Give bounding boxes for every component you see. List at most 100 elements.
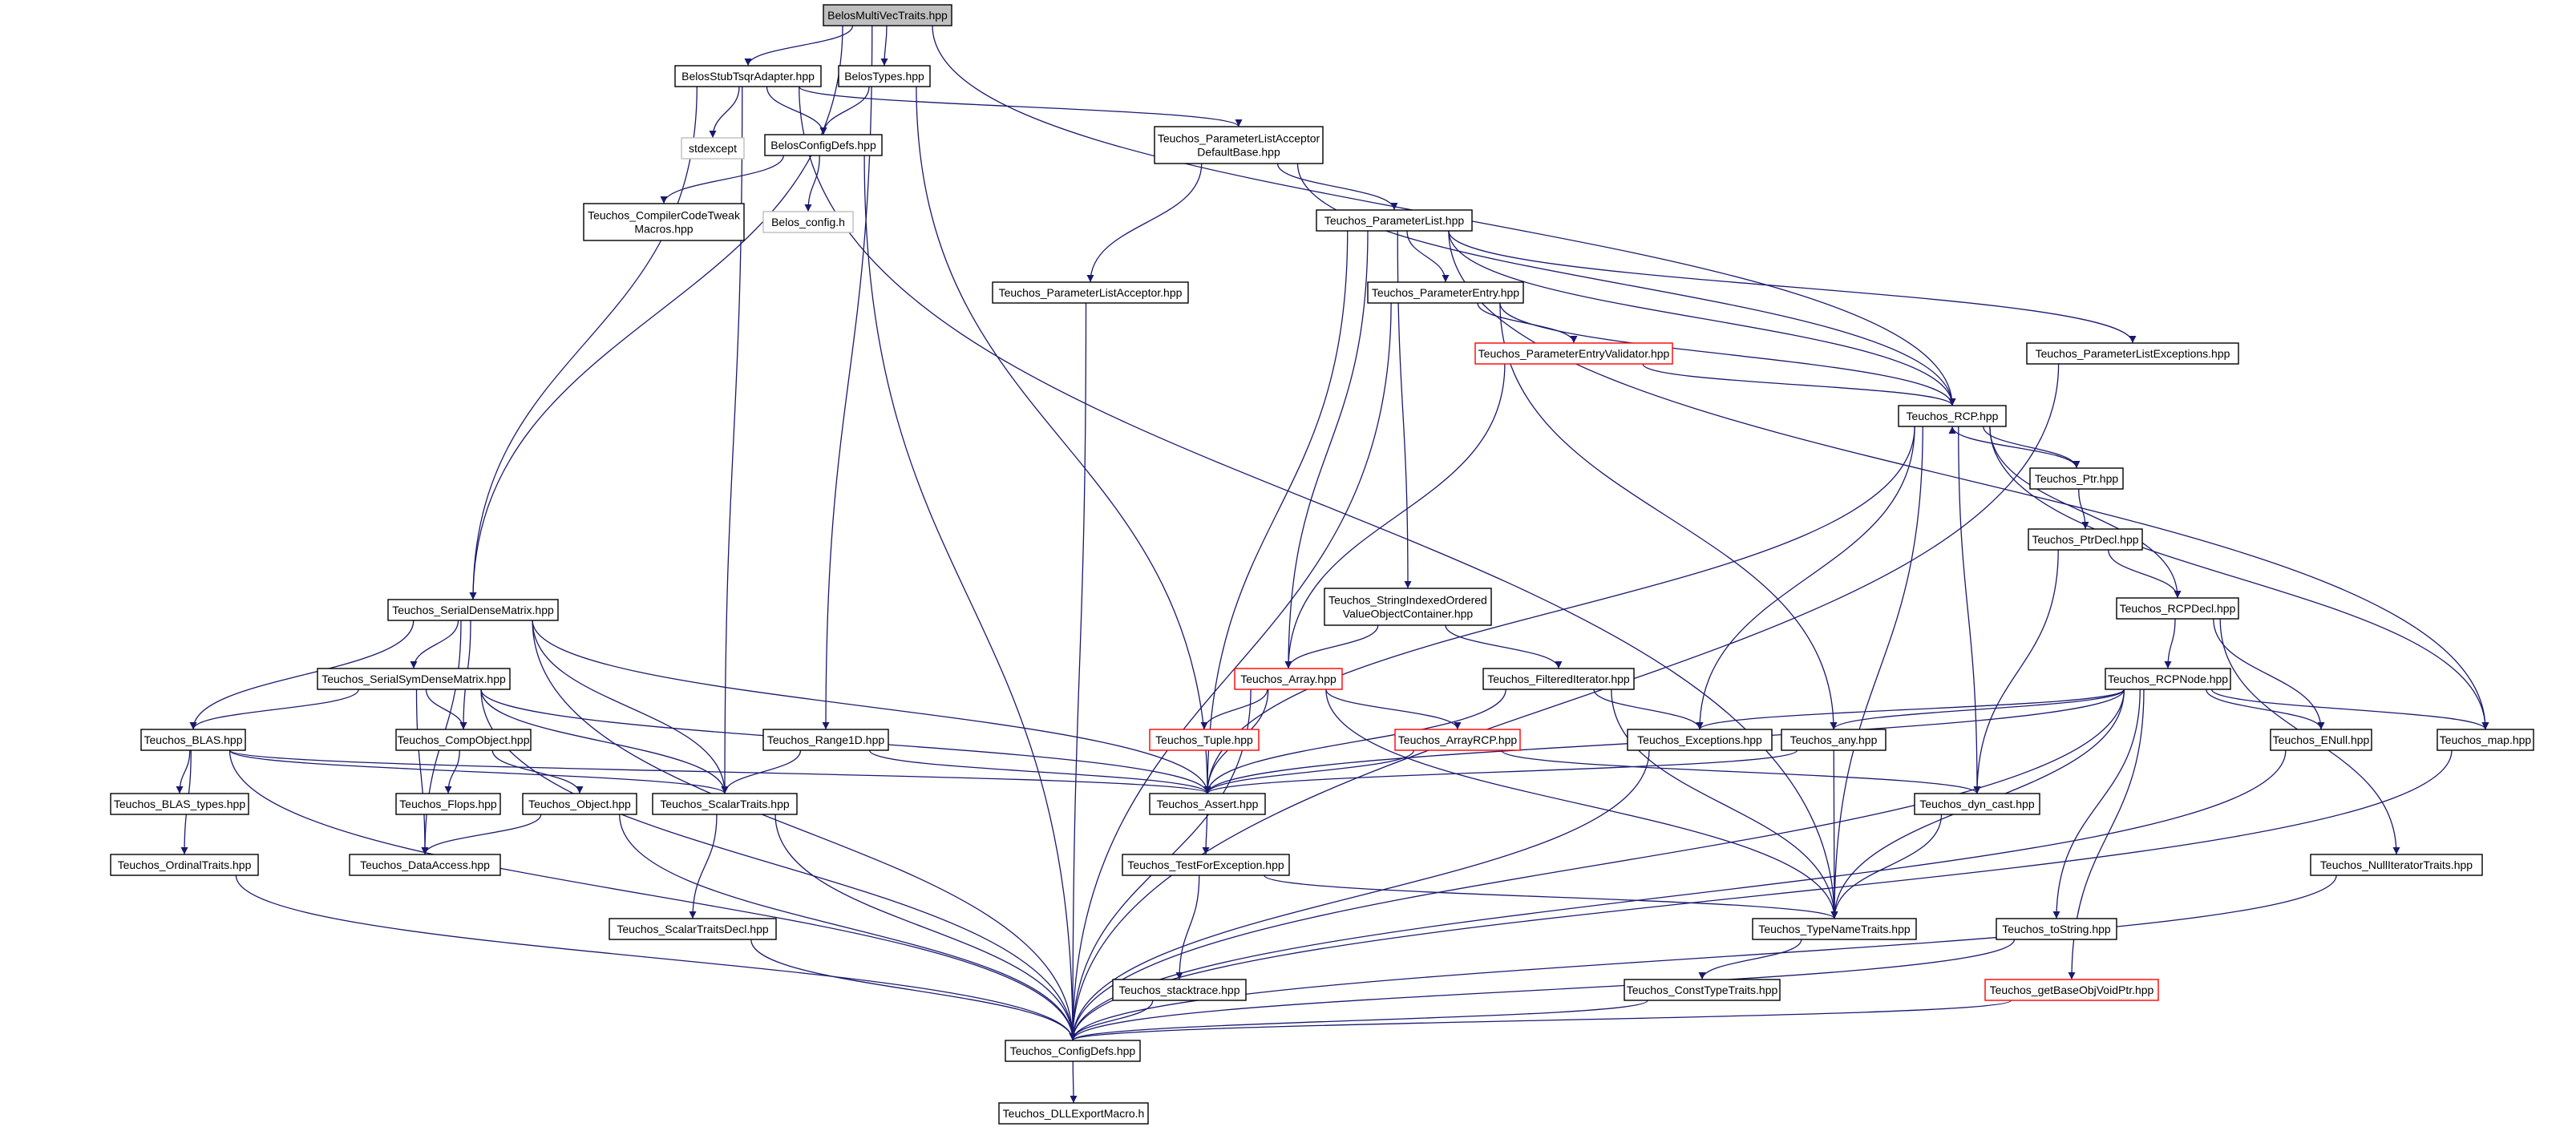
node-blastypes[interactable]: Teuchos_BLAS_types.hpp xyxy=(110,793,249,815)
edge-ptrdecl-to-rcpdecl xyxy=(2108,549,2182,599)
node-box xyxy=(1898,405,2007,427)
node-stubtsqr[interactable]: BelosStubTsqrAdapter.hpp xyxy=(674,65,822,87)
node-flops[interactable]: Teuchos_Flops.hpp xyxy=(395,793,501,815)
node-box xyxy=(998,1102,1149,1125)
node-array[interactable]: Teuchos_Array.hpp xyxy=(1234,668,1343,690)
edge-rcpdecl-to-enull xyxy=(2213,618,2325,730)
node-box xyxy=(681,137,745,160)
node-box xyxy=(1149,793,1266,815)
edge-sdm-to-ssdm xyxy=(410,620,459,669)
node-paramentry[interactable]: Teuchos_ParameterEntry.hpp xyxy=(1367,281,1524,304)
node-label: Teuchos_map.hpp xyxy=(2440,733,2532,746)
node-root[interactable]: BelosMultiVecTraits.hpp xyxy=(823,4,952,26)
node-plad[interactable]: Teuchos_ParameterListAcceptorDefaultBase… xyxy=(1154,126,1324,164)
node-assert[interactable]: Teuchos_Assert.hpp xyxy=(1149,793,1266,815)
node-tuple[interactable]: Teuchos_Tuple.hpp xyxy=(1149,729,1260,751)
node-compobject[interactable]: Teuchos_CompObject.hpp xyxy=(395,729,532,751)
node-label: Teuchos_stacktrace.hpp xyxy=(1119,984,1240,996)
edge-sdm-to-assert xyxy=(532,620,1211,794)
node-pla[interactable]: Teuchos_ParameterListAcceptor.hpp xyxy=(992,281,1189,304)
node-ssdm[interactable]: Teuchos_SerialSymDenseMatrix.hpp xyxy=(317,668,511,690)
node-label: BelosStubTsqrAdapter.hpp xyxy=(681,70,815,83)
node-pev[interactable]: Teuchos_ParameterEntryValidator.hpp xyxy=(1474,342,1673,365)
node-map[interactable]: Teuchos_map.hpp xyxy=(2436,729,2534,751)
node-range1d[interactable]: Teuchos_Range1D.hpp xyxy=(762,729,889,751)
edge-ptrdecl-to-dyncast xyxy=(1973,549,2059,794)
edge-arrayrcp-to-dyncast xyxy=(1500,749,1981,794)
node-stringidx[interactable]: Teuchos_StringIndexedOrderedValueObjectC… xyxy=(1324,588,1492,626)
node-ordinal[interactable]: Teuchos_OrdinalTraits.hpp xyxy=(110,854,259,876)
node-stacktrace[interactable]: Teuchos_stacktrace.hpp xyxy=(1112,979,1247,1001)
node-label: Macros.hpp xyxy=(634,223,693,236)
node-belostypes[interactable]: BelosTypes.hpp xyxy=(838,65,931,87)
node-box xyxy=(1112,979,1247,1001)
node-ptr[interactable]: Teuchos_Ptr.hpp xyxy=(2029,467,2124,490)
edge-rcpnode-to-configdefs xyxy=(1069,689,2125,1041)
node-configdefs[interactable]: Teuchos_ConfigDefs.hpp xyxy=(1005,1040,1141,1062)
node-any[interactable]: Teuchos_any.hpp xyxy=(1781,729,1887,751)
node-paramlist[interactable]: Teuchos_ParameterList.hpp xyxy=(1316,209,1473,232)
node-dataaccess[interactable]: Teuchos_DataAccess.hpp xyxy=(349,854,501,876)
edge-ssdm-to-scalartraits xyxy=(480,689,729,794)
node-dllexport[interactable]: Teuchos_DLLExportMacro.h xyxy=(998,1102,1149,1125)
node-label: Teuchos_DLLExportMacro.h xyxy=(1003,1107,1145,1120)
edge-rcp-to-typename xyxy=(1830,426,1923,919)
edge-rcp-to-assert xyxy=(1203,426,1915,794)
node-rcpdecl[interactable]: Teuchos_RCPDecl.hpp xyxy=(2116,597,2239,620)
node-object[interactable]: Teuchos_Object.hpp xyxy=(522,793,637,815)
node-box xyxy=(317,668,511,690)
node-sdm[interactable]: Teuchos_SerialDenseMatrix.hpp xyxy=(387,599,559,621)
node-belosconfigdefs[interactable]: BelosConfigDefs.hpp xyxy=(764,134,883,156)
edge-sdm-to-configdefs xyxy=(532,620,1077,1041)
edge-scalardecl-to-configdefs xyxy=(750,939,1077,1041)
edge-paramlist-to-map xyxy=(1448,230,2489,730)
edge-paramlist-to-paramentry xyxy=(1406,230,1450,283)
edge-pev-to-array xyxy=(1284,363,1506,669)
node-rcpnode[interactable]: Teuchos_RCPNode.hpp xyxy=(2105,668,2231,690)
node-box xyxy=(583,203,745,241)
node-label: Teuchos_RCPNode.hpp xyxy=(2108,673,2228,685)
node-arrayrcp[interactable]: Teuchos_ArrayRCP.hpp xyxy=(1394,729,1521,751)
node-label: Teuchos_ConfigDefs.hpp xyxy=(1010,1044,1136,1057)
node-box xyxy=(387,599,559,621)
node-box xyxy=(522,793,637,815)
node-box xyxy=(1627,729,1773,751)
node-box xyxy=(1781,729,1887,751)
node-box xyxy=(2026,342,2239,365)
node-ptrdecl[interactable]: Teuchos_PtrDecl.hpp xyxy=(2028,528,2143,551)
node-exceptions[interactable]: Teuchos_Exceptions.hpp xyxy=(1627,729,1773,751)
edge-stringidx-to-array xyxy=(1284,624,1379,669)
node-box xyxy=(823,4,952,26)
edges-layer xyxy=(176,25,2489,1104)
node-label: Teuchos_TestForException.hpp xyxy=(1127,858,1284,871)
node-testfor[interactable]: Teuchos_TestForException.hpp xyxy=(1122,854,1290,876)
node-filtered[interactable]: Teuchos_FilteredIterator.hpp xyxy=(1482,668,1635,690)
node-rcp[interactable]: Teuchos_RCP.hpp xyxy=(1898,405,2007,427)
edge-configdefs-to-dllexport xyxy=(1070,1060,1078,1104)
edge-root-to-sdm xyxy=(469,25,843,600)
node-enull[interactable]: Teuchos_ENull.hpp xyxy=(2270,729,2372,751)
node-blas[interactable]: Teuchos_BLAS.hpp xyxy=(140,729,246,751)
edge-belosconfigdefs-to-compilercode xyxy=(660,155,784,204)
edge-blas-to-configdefs xyxy=(228,749,1077,1041)
node-box xyxy=(762,211,854,233)
edge-ssdm-to-compobject xyxy=(425,689,467,730)
edge-paramentry-to-configdefs xyxy=(1069,302,1392,1041)
edge-rcp-to-rcpdecl xyxy=(1989,426,2182,599)
node-tostring[interactable]: Teuchos_toString.hpp xyxy=(1996,918,2117,940)
edge-ssdm-to-blas xyxy=(189,689,359,730)
node-typename[interactable]: Teuchos_TypeNameTraits.hpp xyxy=(1752,918,1917,940)
node-plexc[interactable]: Teuchos_ParameterListExceptions.hpp xyxy=(2026,342,2239,365)
node-consttype[interactable]: Teuchos_ConstTypeTraits.hpp xyxy=(1624,979,1781,1001)
edge-blas-to-assert xyxy=(228,749,1211,794)
node-label: Teuchos_FilteredIterator.hpp xyxy=(1487,673,1630,685)
node-scalartraits[interactable]: Teuchos_ScalarTraits.hpp xyxy=(652,793,798,815)
edge-array-to-typename xyxy=(1325,689,1838,919)
node-label: Belos_config.h xyxy=(771,216,845,228)
node-scalardecl[interactable]: Teuchos_ScalarTraitsDecl.hpp xyxy=(609,918,777,940)
edge-root-to-stubtsqr xyxy=(744,25,854,67)
node-nullit[interactable]: Teuchos_NullIteratorTraits.hpp xyxy=(2310,854,2483,876)
node-dyncast[interactable]: Teuchos_dyn_cast.hpp xyxy=(1914,793,2040,815)
node-getbase[interactable]: Teuchos_getBaseObjVoidPtr.hpp xyxy=(1984,979,2159,1001)
